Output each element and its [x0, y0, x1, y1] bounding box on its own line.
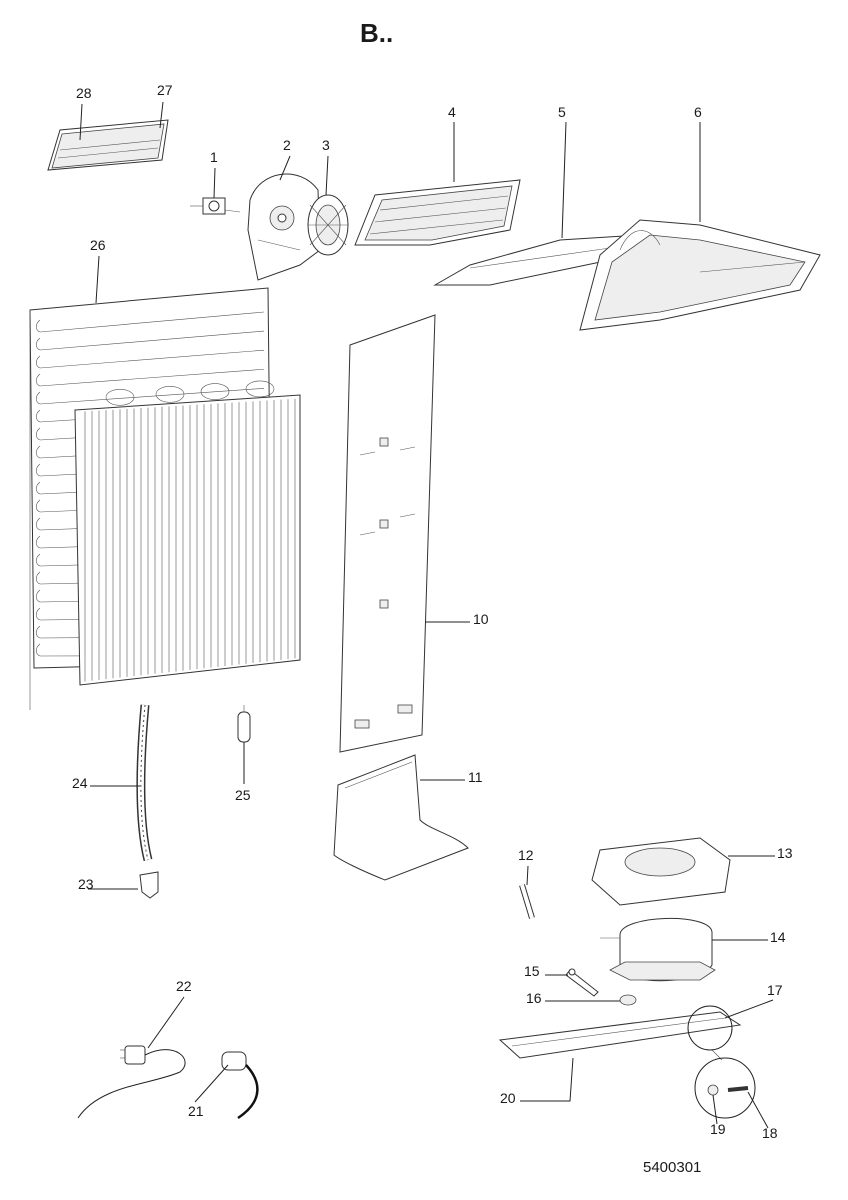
document-number: 5400301 [643, 1159, 702, 1176]
callout-number: 2 [283, 137, 291, 153]
callout-number: 3 [322, 137, 330, 153]
callout-p26: 26 [90, 237, 106, 304]
callout-p23: 23 [78, 876, 138, 892]
callout-p5: 5 [558, 104, 567, 239]
leader-line [95, 255, 100, 304]
part-fan-wheel [307, 194, 349, 256]
callout-number: 12 [518, 847, 534, 863]
callout-p11: 11 [420, 769, 483, 785]
part-capacitor [221, 1051, 259, 1120]
callout-number: 20 [500, 1090, 516, 1106]
callout-number: 16 [526, 990, 542, 1006]
callout-p22: 22 [147, 978, 192, 1049]
callout-p15: 15 [524, 963, 568, 979]
callout-p27: 27 [157, 82, 173, 129]
callout-number: 5 [558, 104, 566, 120]
callout-p16: 16 [526, 990, 620, 1006]
callout-number: 19 [710, 1121, 726, 1137]
callout-p14: 14 [712, 929, 786, 945]
callout-p21: 21 [188, 1064, 229, 1119]
callout-p6: 6 [694, 104, 702, 222]
callout-p19: 19 [710, 1094, 726, 1137]
callout-p20: 20 [500, 1057, 574, 1106]
callout-number: 28 [76, 85, 92, 101]
callout-number: 11 [468, 769, 483, 785]
part-grommet [619, 994, 637, 1006]
part-key [565, 968, 599, 997]
leader-line [213, 167, 216, 199]
part-back-panel [339, 314, 436, 753]
part-hose-end [139, 871, 159, 899]
part-drier [237, 705, 251, 743]
part-bracket-strip [47, 119, 169, 171]
part-drain-hose [136, 704, 153, 862]
leader-line [147, 996, 185, 1049]
callout-number: 6 [694, 104, 702, 120]
leader-line [724, 999, 774, 1019]
leader-line [561, 121, 567, 239]
part-condenser-grid [74, 380, 301, 686]
leader-line [747, 1091, 769, 1129]
callout-p12: 12 [518, 847, 534, 886]
callout-number: 4 [448, 104, 456, 120]
part-fan-housing [247, 173, 321, 281]
callout-p17: 17 [724, 982, 783, 1019]
callout-p2: 2 [279, 137, 291, 181]
leader-line [159, 101, 164, 129]
part-compressor-tray [591, 837, 731, 906]
part-air-duct [579, 219, 821, 331]
callout-p10: 10 [425, 611, 489, 627]
callout-number: 23 [78, 876, 94, 892]
leader-line [526, 865, 529, 886]
callout-number: 17 [767, 982, 783, 998]
callout-number: 10 [473, 611, 489, 627]
part-curved-cover [333, 754, 469, 881]
diagram-title: B.. [360, 18, 394, 48]
callout-number: 18 [762, 1125, 778, 1141]
callout-p24: 24 [72, 775, 140, 791]
part-pin [519, 884, 535, 919]
leader-line [79, 103, 83, 141]
leader-line [712, 1094, 718, 1125]
callout-p13: 13 [728, 845, 793, 861]
callout-p25: 25 [235, 742, 251, 803]
callout-number: 15 [524, 963, 540, 979]
part-clip [190, 197, 241, 215]
callout-number: 14 [770, 929, 786, 945]
callout-number: 21 [188, 1103, 204, 1119]
callout-number: 26 [90, 237, 106, 253]
callout-p4: 4 [448, 104, 456, 182]
callout-number: 27 [157, 82, 173, 98]
callout-p3: 3 [322, 137, 330, 196]
leader-line [325, 155, 329, 196]
callout-p1: 1 [210, 149, 218, 199]
callout-p18: 18 [747, 1091, 778, 1141]
leader-line [520, 1057, 574, 1102]
part-compressor [600, 918, 725, 982]
leader-line [194, 1064, 229, 1103]
leader-line [279, 155, 291, 181]
callout-p28: 28 [76, 85, 92, 141]
callout-number: 13 [777, 845, 793, 861]
callout-number: 1 [210, 149, 218, 165]
part-evaporator [354, 179, 521, 246]
callout-number: 25 [235, 787, 251, 803]
part-base-plate [498, 1011, 742, 1059]
part-power-cord [77, 1045, 186, 1119]
callout-number: 24 [72, 775, 88, 791]
callout-number: 22 [176, 978, 192, 994]
